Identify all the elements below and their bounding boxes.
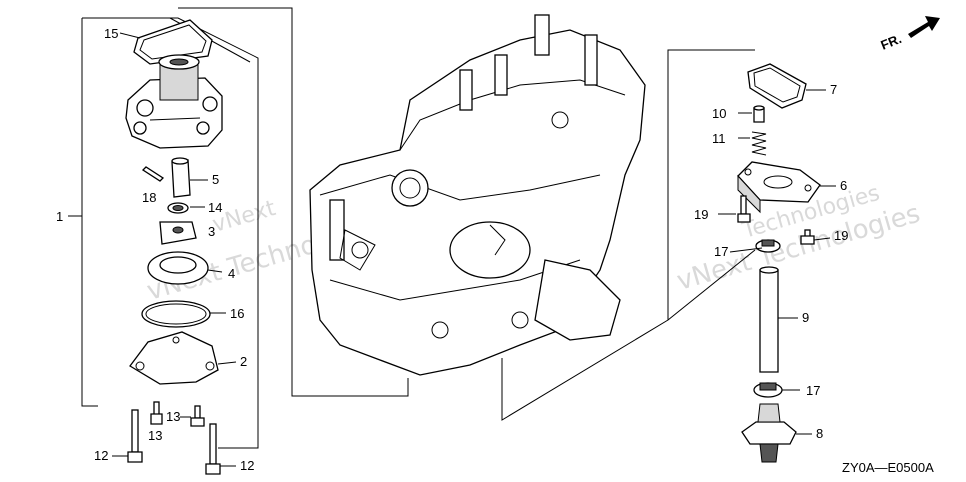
callout-15: 15 [104,26,118,41]
callout-1: 1 [56,209,63,224]
front-direction-label: FR. [879,31,904,53]
part-8-cover [741,403,812,463]
callout-9: 9 [802,310,809,325]
part-10-cap [738,105,765,123]
callout-12-right: 12 [240,458,254,473]
front-direction-marker: FR. [879,16,940,53]
callout-17-upper: 17 [714,244,728,259]
callout-8: 8 [816,426,823,441]
callout-3: 3 [208,224,215,239]
callout-2: 2 [240,354,247,369]
part-2-cover-plate [129,331,237,385]
part-17-clamp-upper [755,239,781,253]
callout-11: 11 [712,131,726,146]
callout-17-lower: 17 [806,383,820,398]
part-14-seal [167,202,205,214]
callout-16: 16 [230,306,244,321]
part-12-bolt-right [205,423,236,475]
callout-13-left: 13 [148,428,162,443]
callout-14: 14 [208,200,222,215]
callout-12-left: 12 [94,448,108,463]
part-5-shaft [171,157,208,198]
part-15-gasket [133,19,213,65]
callout-5: 5 [212,172,219,187]
part-16-o-ring [141,300,226,328]
callout-4: 4 [228,266,235,281]
part-19-bolt-right [800,229,815,245]
part-13-bolt-left [150,401,163,425]
callout-13-right: 13 [166,409,180,424]
callout-19-right: 19 [834,228,848,243]
diagram-code: ZY0A—E0500A [842,460,934,475]
callout-6: 6 [840,178,847,193]
part-17-clamp-lower [753,382,800,398]
part-engine-block [309,14,646,376]
callout-19-left: 19 [694,207,708,222]
callout-18: 18 [142,190,156,205]
part-9-hose [759,266,798,373]
part-4-outer-rotor [147,251,223,285]
front-arrow-icon [908,16,940,38]
assembly-bracket-right [501,49,756,421]
part-3-inner-rotor [159,221,197,245]
part-18-pin [141,166,165,182]
part-12-bolt-left [112,409,143,463]
part-7-gasket [747,63,826,109]
part-6-housing [737,161,836,214]
callout-7: 7 [830,82,837,97]
part-13-bolt-right [180,405,205,427]
part-11-spring [738,131,767,156]
callout-labels: 1 2 3 4 5 6 7 8 9 10 11 12 12 13 13 14 1… [56,26,848,473]
part-water-pump-housing [125,54,223,149]
part-19-bolt-left [718,195,751,223]
callout-10: 10 [712,106,726,121]
